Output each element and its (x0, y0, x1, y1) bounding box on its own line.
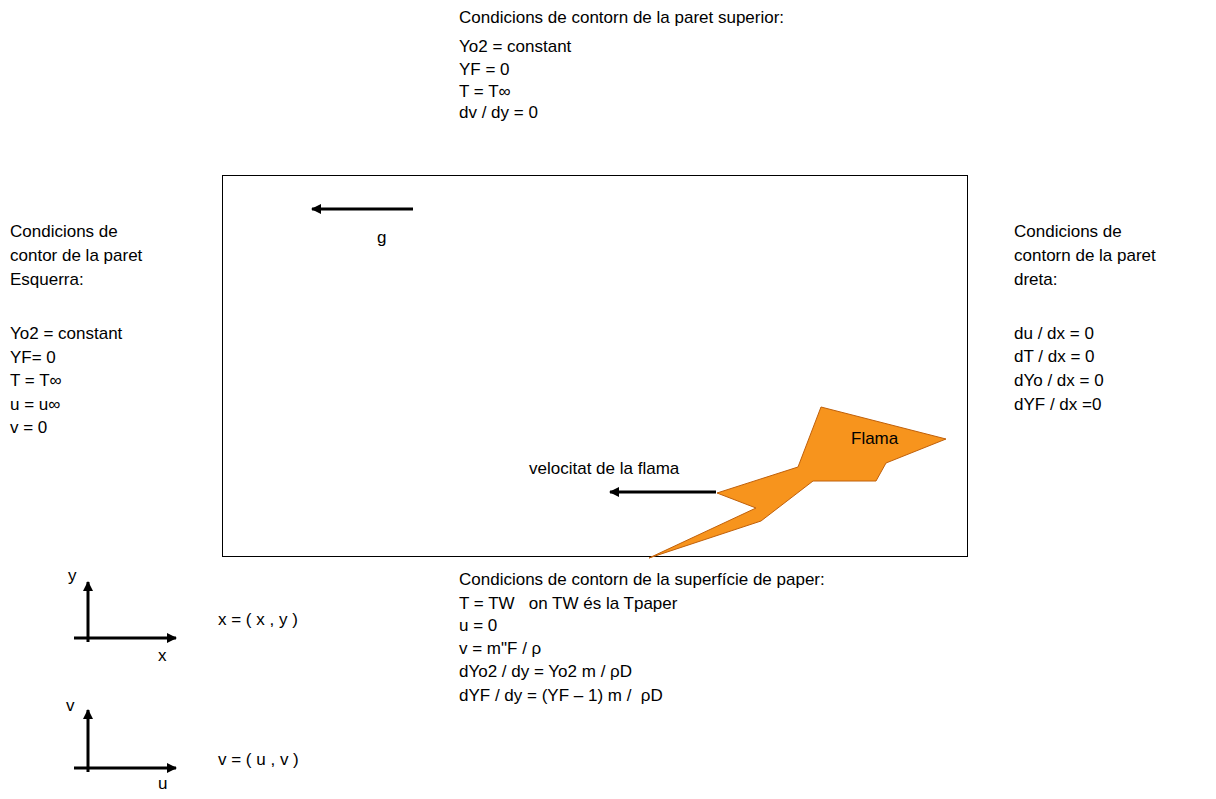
axis-label: v = ( u , v ) (218, 750, 299, 770)
boundary-condition: v = 0 (10, 418, 47, 438)
boundary-condition: Yo2 = constant (459, 37, 571, 57)
axis-label: x (158, 646, 167, 666)
domain-box: g velocitat de la flama Flama (222, 175, 968, 557)
boundary-condition: du / dx = 0 (1014, 324, 1094, 344)
gravity-label: g (377, 228, 386, 248)
x-axis-arrow (74, 637, 176, 640)
boundary-heading: Esquerra: (10, 270, 84, 290)
boundary-condition: Yo2 = constant (10, 324, 122, 344)
boundary-heading: Condicions de contorn de la paret superi… (459, 8, 784, 28)
boundary-condition: T = T∞ (459, 82, 511, 102)
boundary-heading: Condicions de (1014, 222, 1122, 242)
v-axis-arrow (87, 710, 90, 772)
axis-label: v (66, 696, 75, 716)
flame-polygon (649, 407, 946, 558)
boundary-condition: dT / dx = 0 (1014, 347, 1094, 367)
boundary-condition: T = T∞ (10, 371, 62, 391)
axis-label: u (158, 774, 167, 794)
flame-shape: Flama (649, 407, 946, 558)
axis-label: y (68, 566, 77, 586)
boundary-condition: dYo2 / dy = Yo2 m / ρD (459, 662, 632, 682)
flame-speed-label: velocitat de la flama (529, 459, 679, 479)
boundary-condition: YF = 0 (459, 60, 510, 80)
boundary-condition: dYF / dy = (YF – 1) m / ρD (459, 686, 663, 706)
y-axis-arrow (87, 582, 90, 642)
boundary-heading: contorn de la paret (1014, 246, 1156, 266)
boundary-heading: Condicions de contorn de la superfície d… (459, 570, 825, 590)
flame-outline (649, 407, 946, 558)
u-axis-arrow (74, 767, 176, 770)
boundary-condition: dYo / dx = 0 (1014, 371, 1104, 391)
boundary-heading: dreta: (1014, 270, 1057, 290)
boundary-heading: contor de la paret (10, 246, 142, 266)
axis-label: x = ( x , y ) (218, 610, 298, 630)
boundary-condition: dYF / dx =0 (1014, 395, 1101, 415)
boundary-condition: u = u∞ (10, 395, 60, 415)
flame-label: Flama (851, 429, 898, 449)
gravity-arrow (312, 208, 413, 211)
boundary-condition: YF= 0 (10, 348, 56, 368)
boundary-condition: T = TW on TW és la Tpaper (459, 594, 677, 614)
boundary-condition: dv / dy = 0 (459, 103, 538, 123)
boundary-condition: u = 0 (459, 616, 497, 636)
flame-speed-arrow (610, 491, 716, 494)
boundary-heading: Condicions de (10, 222, 118, 242)
boundary-condition: v = m"F / ρ (459, 639, 541, 659)
